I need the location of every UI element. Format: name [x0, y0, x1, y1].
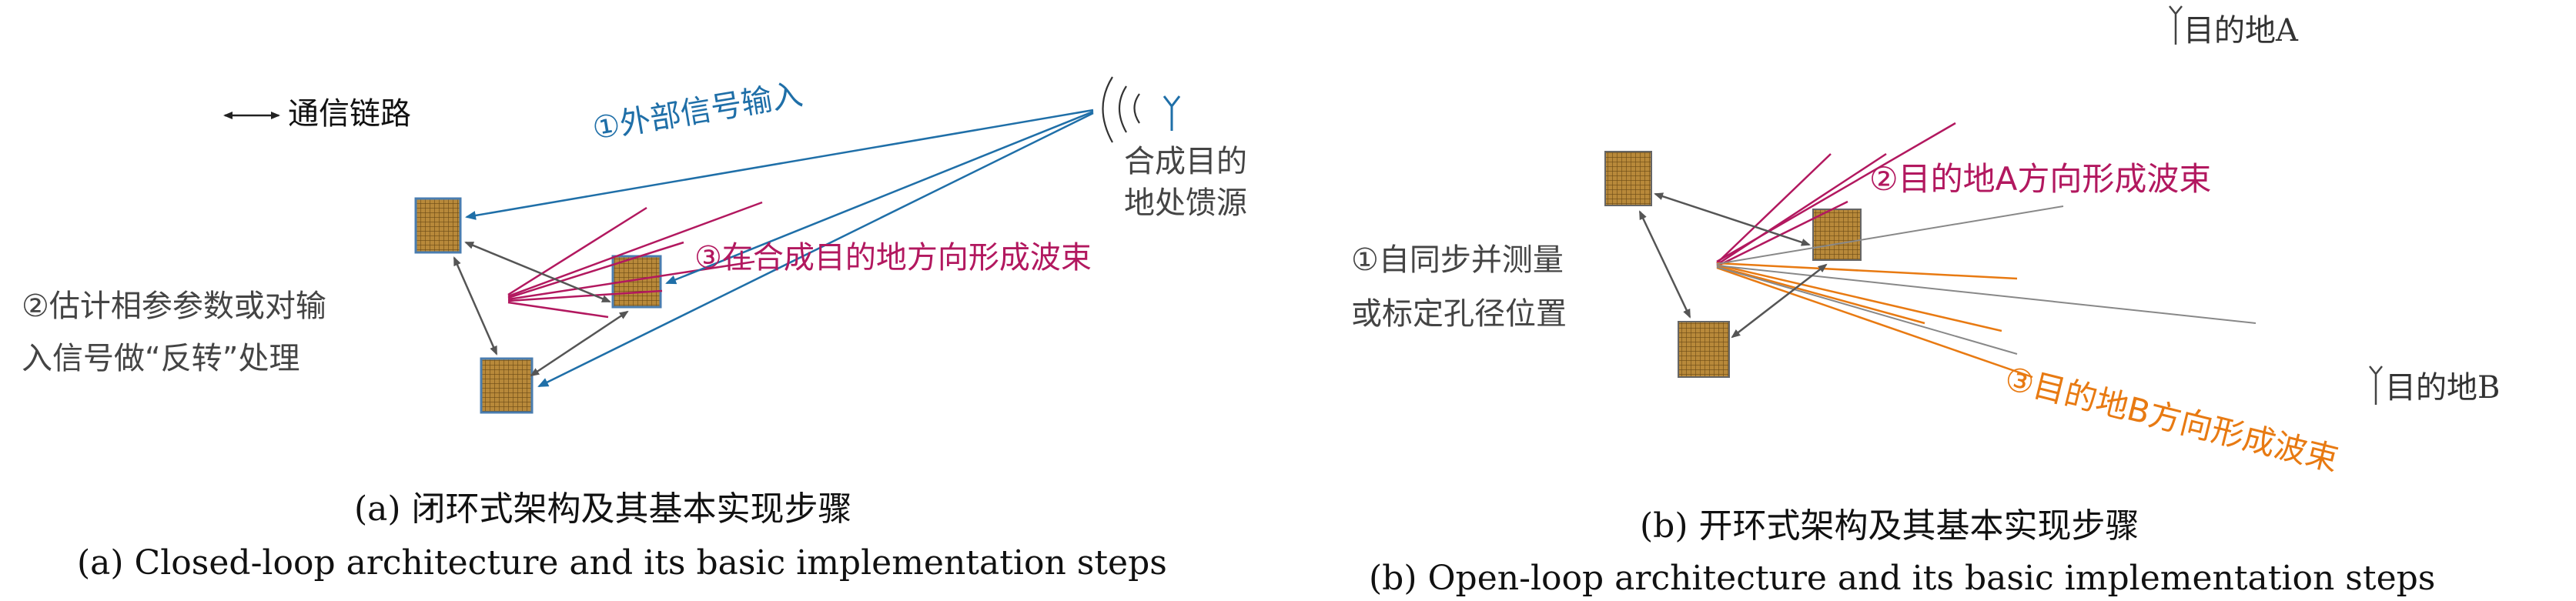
aperture-b1 — [1604, 151, 1652, 206]
panel-a-graphics — [223, 76, 1181, 414]
dest-b-label: 目的地B — [2385, 370, 2501, 406]
step3-label-a: ③在合成目的地方向形成波束 — [694, 240, 1092, 275]
caption-b-en: (b) Open-loop architecture and its basic… — [1369, 559, 2436, 598]
feed-label-line1: 合成目的 — [1124, 144, 1247, 179]
step1-label-b-line2: 或标定孔径位置 — [1351, 296, 1567, 332]
dest-a-label: 目的地A — [2183, 13, 2298, 48]
caption-a-cn: (a) 闭环式架构及其基本实现步骤 — [354, 489, 852, 529]
comm-links-b — [1638, 192, 1828, 339]
aperture-a3 — [480, 357, 534, 414]
feed-radiation-arcs — [1102, 76, 1140, 143]
feed-antenna-icon — [1163, 95, 1181, 131]
aperture-b3 — [1678, 321, 1730, 378]
signal-arrows-a — [465, 109, 1094, 388]
step2-label-b: ②目的地A方向形成波束 — [1869, 160, 2212, 198]
caption-b-cn: (b) 开环式架构及其基本实现步骤 — [1640, 506, 2139, 546]
aperture-b2 — [1812, 209, 1862, 261]
step2-label-a-line2: 入信号做“反转”处理 — [22, 341, 300, 376]
aperture-a1 — [414, 197, 462, 254]
comm-links-a — [453, 241, 629, 377]
legend-label: 通信链路 — [288, 96, 411, 132]
panel-b-graphics — [1604, 5, 2383, 405]
step2-label-a-line1: ②估计相参参数或对输 — [22, 289, 326, 324]
dest-a-antenna-icon — [2169, 5, 2183, 45]
feed-label-line2: 地处馈源 — [1124, 185, 1247, 221]
dest-b-antenna-icon — [2369, 366, 2383, 405]
step1-label-b-line1: ①自同步并测量 — [1351, 242, 1564, 278]
caption-a-en: (a) Closed-loop architecture and its bas… — [77, 543, 1167, 583]
beam-side-lines — [1716, 205, 2257, 355]
